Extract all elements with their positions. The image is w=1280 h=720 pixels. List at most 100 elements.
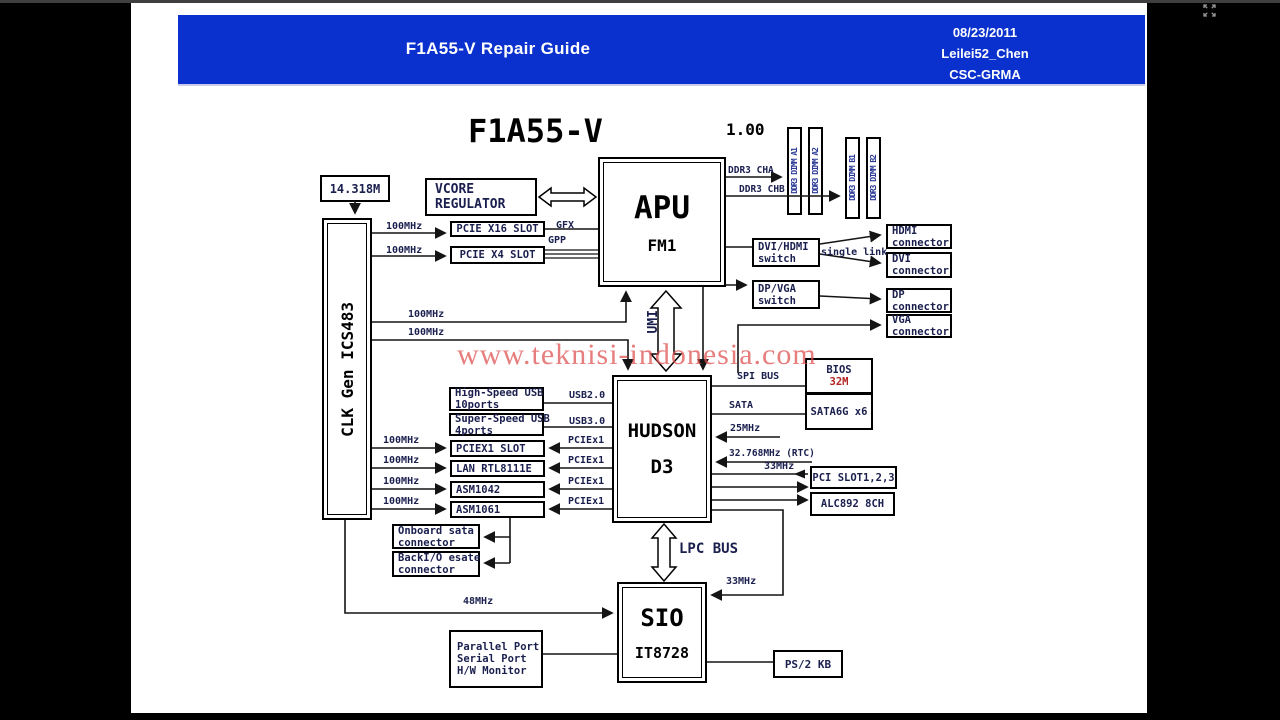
wire-label-ddr3-chb: DDR3 CHB (739, 184, 785, 195)
hdmi-connector-line1: HDMI (892, 224, 918, 237)
wire-label-sata: SATA (729, 400, 754, 411)
block-backio-esata-connector: BackI/O esate connector (392, 551, 480, 577)
header-banner: F1A55-V Repair Guide 08/23/2011 Leilei52… (178, 15, 1145, 86)
block-dimm-b2: DDR3 DIMM B2 (866, 137, 881, 219)
block-sata6g: SATA6G x6 (805, 393, 873, 430)
wire-label-lpc-bus: LPC BUS (679, 541, 739, 557)
block-dp-vga-switch: DP/VGA switch (752, 280, 820, 309)
block-crystal-14318m: 14.318M (320, 175, 390, 202)
wire-label-single-link: single link (821, 247, 888, 258)
header-date: 08/23/2011 (952, 25, 1018, 40)
block-hdmi-connector: HDMI connector (886, 224, 952, 249)
dp-connector-line1: DP (892, 288, 905, 301)
block-vga-connector: VGA connector (886, 314, 952, 338)
block-apu: APU FM1 (598, 157, 726, 287)
block-dp-connector: DP connector (886, 288, 952, 313)
dvi-connector-line1: DVI (892, 253, 911, 265)
bios-size: 32M (829, 376, 849, 388)
diagram-version: 1.00 (726, 120, 765, 139)
superio-line1: Parallel Port (457, 641, 540, 653)
hudson-rev: D3 (650, 456, 674, 478)
sio-chip: IT8728 (634, 643, 690, 662)
clock-generator-label: CLK Gen ICS483 (337, 301, 357, 437)
block-lan: LAN RTL8111E (450, 460, 545, 477)
wire-label-clk-apu: 100MHz (408, 309, 445, 320)
block-pcie-x16-slot: PCIE X16 SLOT (450, 221, 545, 237)
block-alc892: ALC892 8CH (810, 492, 895, 516)
backio-esata-line2: connector (398, 564, 455, 576)
block-dvi-hdmi-switch: DVI/HDMI switch (752, 238, 820, 267)
block-dimm-b1: DDR3 DIMM B1 (845, 137, 860, 219)
wire-label-spi-bus: SPI BUS (737, 371, 780, 382)
onboard-sata-line1: Onboard sata (398, 524, 474, 537)
dp-connector-line2: connector (892, 300, 949, 313)
wire-label-clk100-1: 100MHz (383, 455, 420, 466)
wire-label-pciex1-2: PCIEx1 (568, 476, 605, 487)
usb3-line2: 4ports (455, 424, 493, 437)
vcore-line1: VCORE (435, 182, 475, 197)
block-pcie-x4-slot: PCIE X4 SLOT (450, 246, 545, 264)
bios-label: BIOS (826, 364, 852, 376)
block-hudson: HUDSON D3 (612, 375, 712, 523)
wire-label-gpp: GPP (548, 235, 567, 246)
wire-label-pciex1-3: PCIEx1 (568, 496, 605, 507)
block-pci-slots: PCI SLOT1,2,3 (810, 466, 897, 489)
wire-label-clk100-2: 100MHz (383, 476, 420, 487)
block-superio-ports: Parallel Port Serial Port H/W Monitor (449, 630, 543, 688)
wire-label-clk25: 25MHz (730, 423, 761, 434)
wire-label-clk100-0: 100MHz (383, 435, 420, 446)
dimm-a1-label: DDR3 DIMM A1 (790, 148, 799, 194)
block-dimm-a1: DDR3 DIMM A1 (787, 127, 802, 215)
dimm-b1-label: DDR3 DIMM B1 (848, 155, 857, 201)
wire-label-clk-x16: 100MHz (386, 221, 423, 232)
apu-name: APU (634, 189, 690, 226)
hudson-name: HUDSON (627, 420, 697, 442)
vga-connector-line2: connector (892, 326, 949, 338)
top-strip (0, 0, 1280, 3)
wire-label-pciex1-0: PCIEx1 (568, 435, 605, 446)
vga-connector-line1: VGA (892, 314, 911, 326)
dimm-b2-label: DDR3 DIMM B2 (869, 155, 878, 201)
vcore-line2: REGULATOR (435, 197, 506, 212)
wire-label-clk-x4: 100MHz (386, 245, 423, 256)
wire-label-clk-hudson: 100MHz (408, 327, 445, 338)
superio-line3: H/W Monitor (457, 665, 527, 677)
diagram-title: F1A55-V (468, 112, 603, 150)
wire-label-clk33-sio: 33MHz (726, 576, 757, 587)
block-onboard-sata-connector: Onboard sata connector (392, 524, 480, 549)
asm1042-label: ASM1042 (456, 483, 501, 496)
block-pciex1-slot: PCIEX1 SLOT (450, 440, 545, 457)
block-usb2-hub: High-Speed USB 10ports (449, 387, 544, 411)
lan-label: LAN RTL8111E (456, 462, 532, 475)
wire-label-umi: UMI (646, 310, 661, 334)
block-clock-generator: CLK Gen ICS483 (322, 218, 372, 520)
page-title: F1A55-V Repair Guide (405, 39, 591, 58)
wire-label-clk33-pci: 33MHz (764, 461, 795, 472)
wire-label-rtc: 32.768MHz (RTC) (729, 448, 815, 459)
pciex1-slot-label: PCIEX1 SLOT (456, 442, 526, 455)
block-asm1061: ASM1061 (450, 501, 545, 518)
wire-label-gfx: GFX (556, 220, 575, 231)
asm1061-label: ASM1061 (456, 503, 501, 516)
fullscreen-icon[interactable] (1203, 4, 1216, 17)
wire-label-usb30: USB3.0 (569, 416, 606, 427)
dvi-hdmi-switch-line2: switch (758, 252, 796, 265)
usb2-line2: 10ports (455, 399, 500, 411)
superio-line2: Serial Port (457, 653, 527, 665)
dp-vga-switch-line2: switch (758, 294, 796, 307)
dvi-hdmi-switch-line1: DVI/HDMI (758, 240, 809, 253)
wire-label-ddr3-cha: DDR3 CHA (728, 165, 774, 176)
usb3-line1: Super-Speed USB (455, 412, 550, 425)
block-usb3-hub: Super-Speed USB 4ports (449, 412, 550, 437)
block-sio: SIO IT8728 (617, 582, 707, 683)
sio-name: SIO (640, 603, 684, 632)
apu-socket: FM1 (647, 235, 677, 255)
block-vcore-regulator: VCORE REGULATOR (425, 178, 537, 216)
dimm-a2-label: DDR3 DIMM A2 (811, 148, 820, 194)
block-dvi-connector: DVI connector (886, 252, 952, 278)
dp-vga-switch-line1: DP/VGA (758, 282, 796, 295)
header-dept: CSC-GRMA (949, 67, 1021, 82)
usb2-line1: High-Speed USB (455, 387, 544, 399)
backio-esata-line1: BackI/O esate (398, 552, 481, 564)
